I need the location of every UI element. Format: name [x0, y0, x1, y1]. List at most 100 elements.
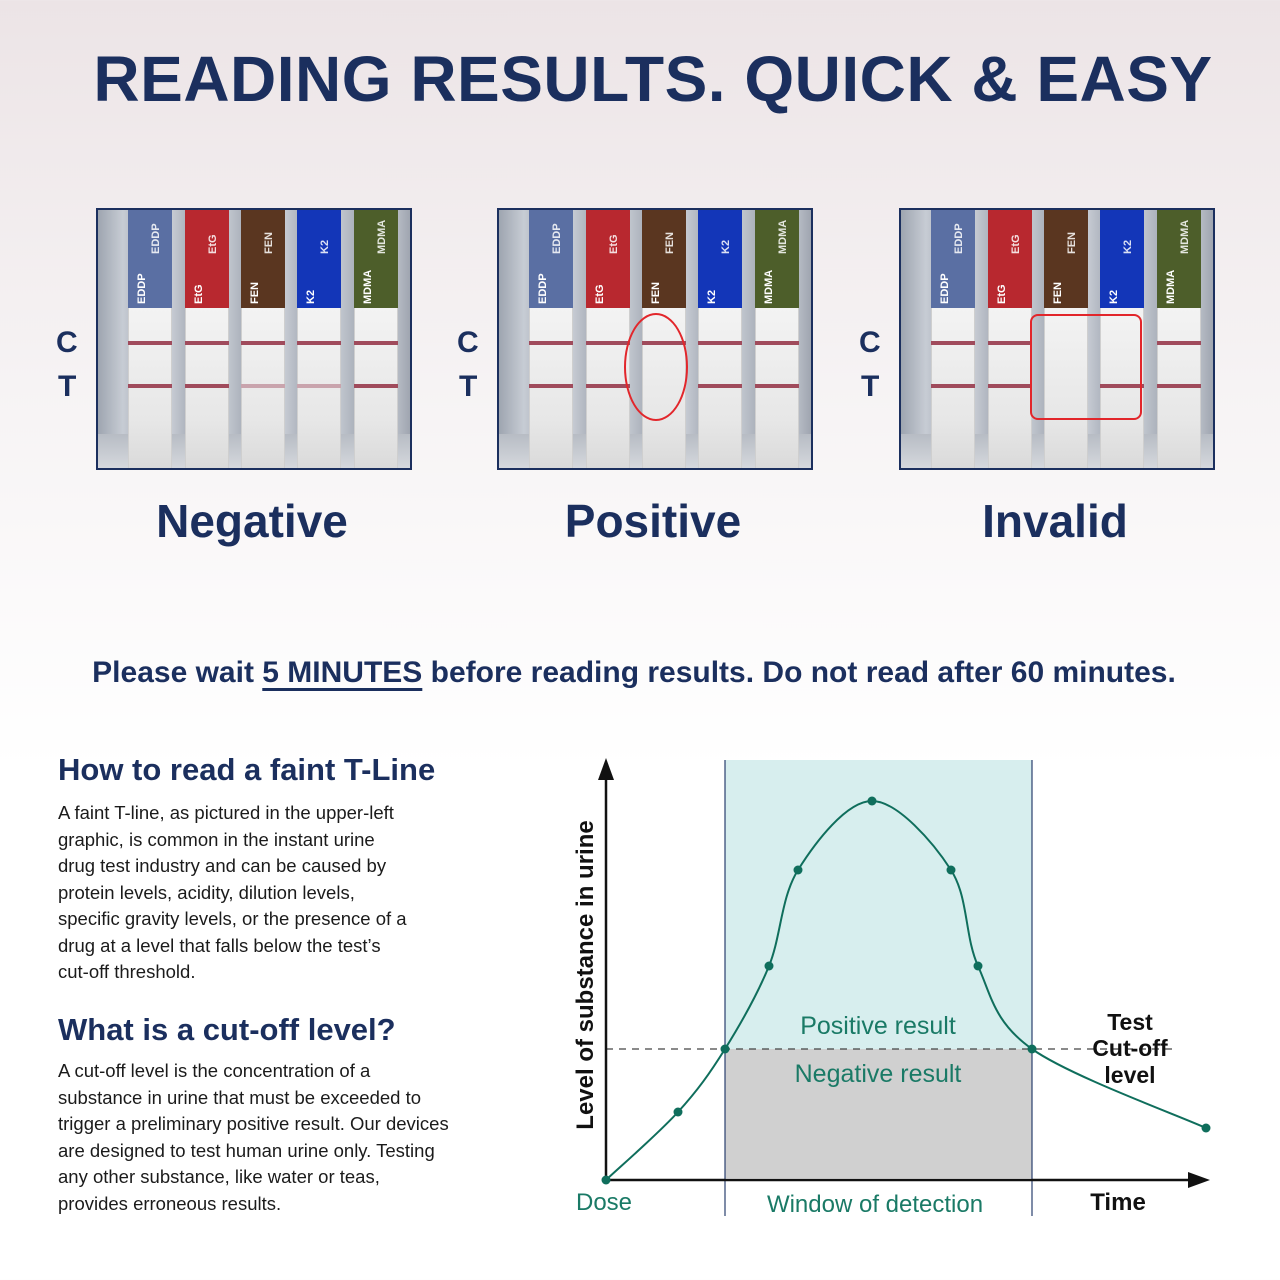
paragraph-line: graphic, is common in the instant urine — [58, 828, 375, 850]
strip-code-mirror: MDMA — [1179, 219, 1191, 254]
test-line — [1100, 384, 1144, 388]
test-line — [755, 384, 799, 388]
wait-notice: Please wait 5 MINUTES before reading res… — [0, 656, 1268, 690]
wait-notice-emphasis: 5 MINUTES — [262, 656, 423, 689]
strip-result-window — [586, 308, 630, 468]
control-line — [529, 341, 573, 345]
strip-code-mirror: FEN — [1066, 232, 1078, 254]
positive-result-label: Positive result — [800, 1012, 956, 1040]
test-line-label: T — [58, 370, 77, 403]
test-line — [185, 384, 229, 388]
curve-points — [601, 796, 1211, 1185]
control-line — [698, 341, 742, 345]
cutoff-heading: What is a cut-off level? — [58, 1012, 396, 1047]
strip-result-window — [1044, 308, 1088, 468]
control-line-label: C — [859, 326, 881, 359]
dose-label: Dose — [576, 1189, 632, 1216]
strip-code-mirror: EDDP — [551, 223, 563, 254]
faint-test-line — [297, 384, 341, 388]
strip-code-mirror: EtG — [1010, 234, 1022, 254]
test-line — [529, 384, 573, 388]
strip-result-window — [1100, 308, 1144, 468]
control-line — [988, 341, 1032, 345]
positive-highlight-circle — [624, 313, 688, 421]
strip-result-window — [698, 308, 742, 468]
control-line — [128, 341, 172, 345]
paragraph-line: substance in urine that must be exceeded… — [58, 1086, 422, 1108]
control-line-label: C — [56, 326, 78, 359]
strip-result-window — [185, 308, 229, 468]
strip-code-mirror: K2 — [720, 239, 732, 254]
strip-result-window — [241, 308, 285, 468]
faint-test-line — [241, 384, 285, 388]
strip-code-mirror: EtG — [207, 234, 219, 254]
strip-code-mirror: EtG — [608, 234, 620, 254]
wait-notice-before: Please wait — [92, 656, 263, 689]
test-line-label: T — [459, 370, 478, 403]
faint-line-heading: How to read a faint T-Line — [58, 752, 436, 787]
paragraph-line: any other substance, like water or teas, — [58, 1166, 380, 1187]
test-line — [698, 384, 742, 388]
paragraph-line: provides erroneous results. — [58, 1192, 282, 1214]
test-line — [354, 384, 398, 388]
control-line — [755, 341, 799, 345]
control-line — [1157, 341, 1201, 345]
curve-point — [973, 961, 983, 971]
y-axis-label: Level of substance in urine — [572, 820, 599, 1129]
result-label-positive: Positive — [564, 495, 742, 547]
test-line — [128, 384, 172, 388]
strip-result-window — [529, 308, 573, 468]
control-line — [931, 341, 975, 345]
faint-line-paragraph: A faint T-line, as pictured in the upper… — [58, 800, 498, 986]
control-line — [241, 341, 285, 345]
y-axis-arrow — [598, 758, 614, 780]
wait-notice-after: before reading results. Do not read afte… — [422, 656, 1176, 689]
paragraph-line: trigger a preliminary positive result. O… — [58, 1113, 449, 1134]
test-line-label: T — [861, 370, 880, 403]
curve-point — [673, 1107, 683, 1117]
test-line — [1157, 384, 1201, 388]
paragraph-line: are designed to test human urine only. T… — [58, 1139, 435, 1161]
paragraph-line: specific gravity levels, or the presence… — [58, 908, 407, 929]
control-line — [297, 341, 341, 345]
strip-result-window — [128, 308, 172, 468]
strip-code-mirror: FEN — [263, 232, 275, 254]
curve-point — [1027, 1044, 1037, 1054]
result-label-invalid: Invalid — [982, 495, 1128, 547]
curve-point — [793, 865, 803, 875]
time-label: Time — [1090, 1189, 1146, 1216]
strip-code-mirror: FEN — [664, 232, 676, 254]
cutoff-label-line-1: Test — [1107, 1009, 1153, 1035]
curve-point — [720, 1044, 730, 1054]
concentration-curve — [605, 799, 1207, 1181]
curve-point — [946, 865, 956, 875]
control-line — [354, 341, 398, 345]
curve-point — [867, 796, 877, 806]
test-line — [586, 384, 630, 388]
paragraph-line: A faint T-line, as pictured in the upper… — [58, 802, 394, 823]
control-line — [185, 341, 229, 345]
control-line-label: C — [457, 326, 479, 359]
strip-result-window — [988, 308, 1032, 468]
strip-code-mirror: K2 — [319, 239, 331, 254]
strip-code-mirror: EDDP — [150, 223, 162, 254]
strip-result-window — [354, 308, 398, 468]
